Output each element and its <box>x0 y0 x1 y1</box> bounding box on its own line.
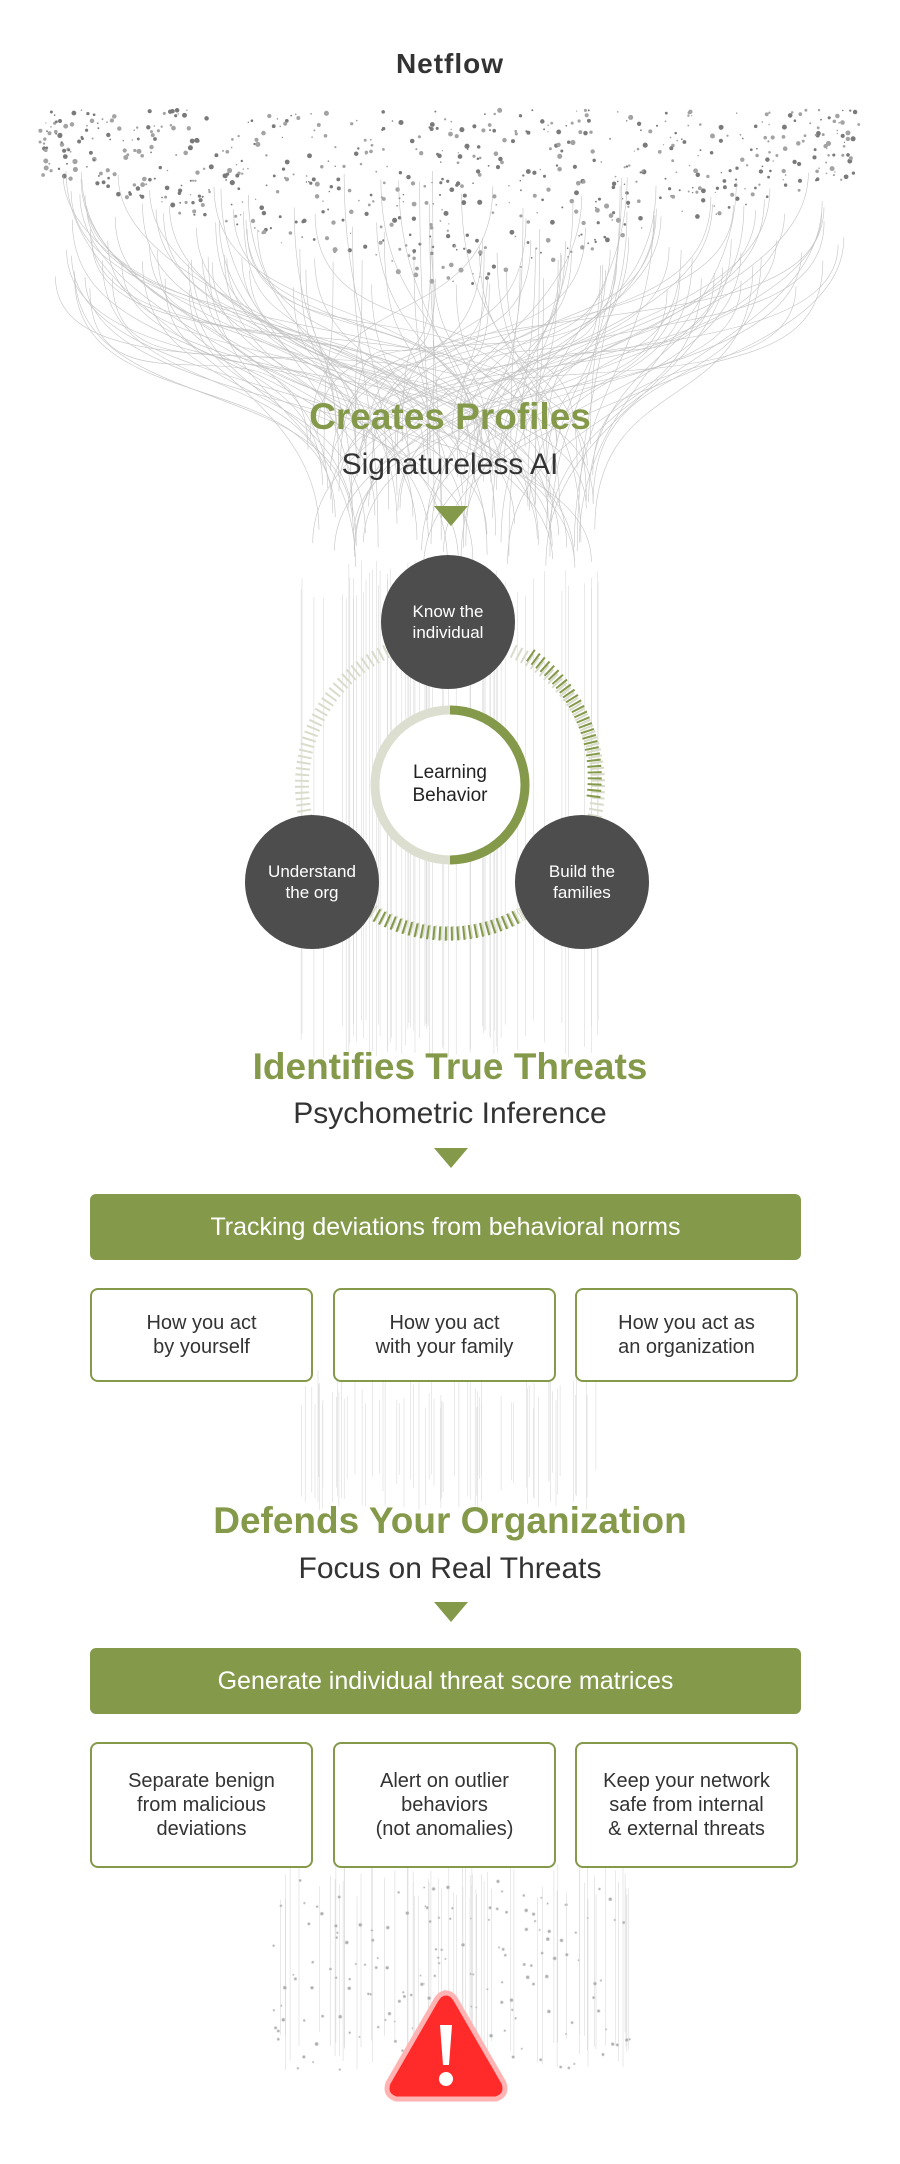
netflow-particle-cloud <box>38 107 861 285</box>
section-title-identifies-threats: Identifies True Threats <box>252 1046 648 1087</box>
triangle-down-icon <box>434 506 468 526</box>
netflow-funnel-lines <box>55 170 845 570</box>
cycle-node-understand-org: Understand the org <box>245 815 379 949</box>
section-subtitle-psychometric-inference: Psychometric Inference <box>293 1097 607 1130</box>
section-subtitle-signatureless-ai: Signatureless AI <box>341 448 559 481</box>
banner-generate-threat-score: Generate individual threat score matrice… <box>90 1648 801 1714</box>
card-keep-network-safe: Keep your network safe from internal & e… <box>575 1742 798 1868</box>
card-act-by-yourself: How you act by yourself <box>90 1288 313 1382</box>
card-separate-benign: Separate benign from malicious deviation… <box>90 1742 313 1868</box>
triangle-down-icon <box>434 1602 468 1622</box>
warning-triangle-icon <box>384 1990 508 2102</box>
netflow-stream-lines <box>272 560 631 2072</box>
card-act-as-organization: How you act as an organization <box>575 1288 798 1382</box>
cycle-center-label: Learning Behavior <box>412 762 488 806</box>
card-act-with-family: How you act with your family <box>333 1288 556 1382</box>
page-title: Netflow <box>395 48 505 79</box>
cycle-node-know-individual: Know the individual <box>381 555 515 689</box>
banner-tracking-deviations: Tracking deviations from behavioral norm… <box>90 1194 801 1260</box>
cycle-node-build-families: Build the families <box>515 815 649 949</box>
section-title-defends-organization: Defends Your Organization <box>213 1500 687 1541</box>
triangle-down-icon <box>434 1148 468 1168</box>
card-alert-outlier: Alert on outlier behaviors (not anomalie… <box>333 1742 556 1868</box>
section-subtitle-focus-real-threats: Focus on Real Threats <box>298 1552 602 1585</box>
section-title-creates-profiles: Creates Profiles <box>309 396 591 437</box>
